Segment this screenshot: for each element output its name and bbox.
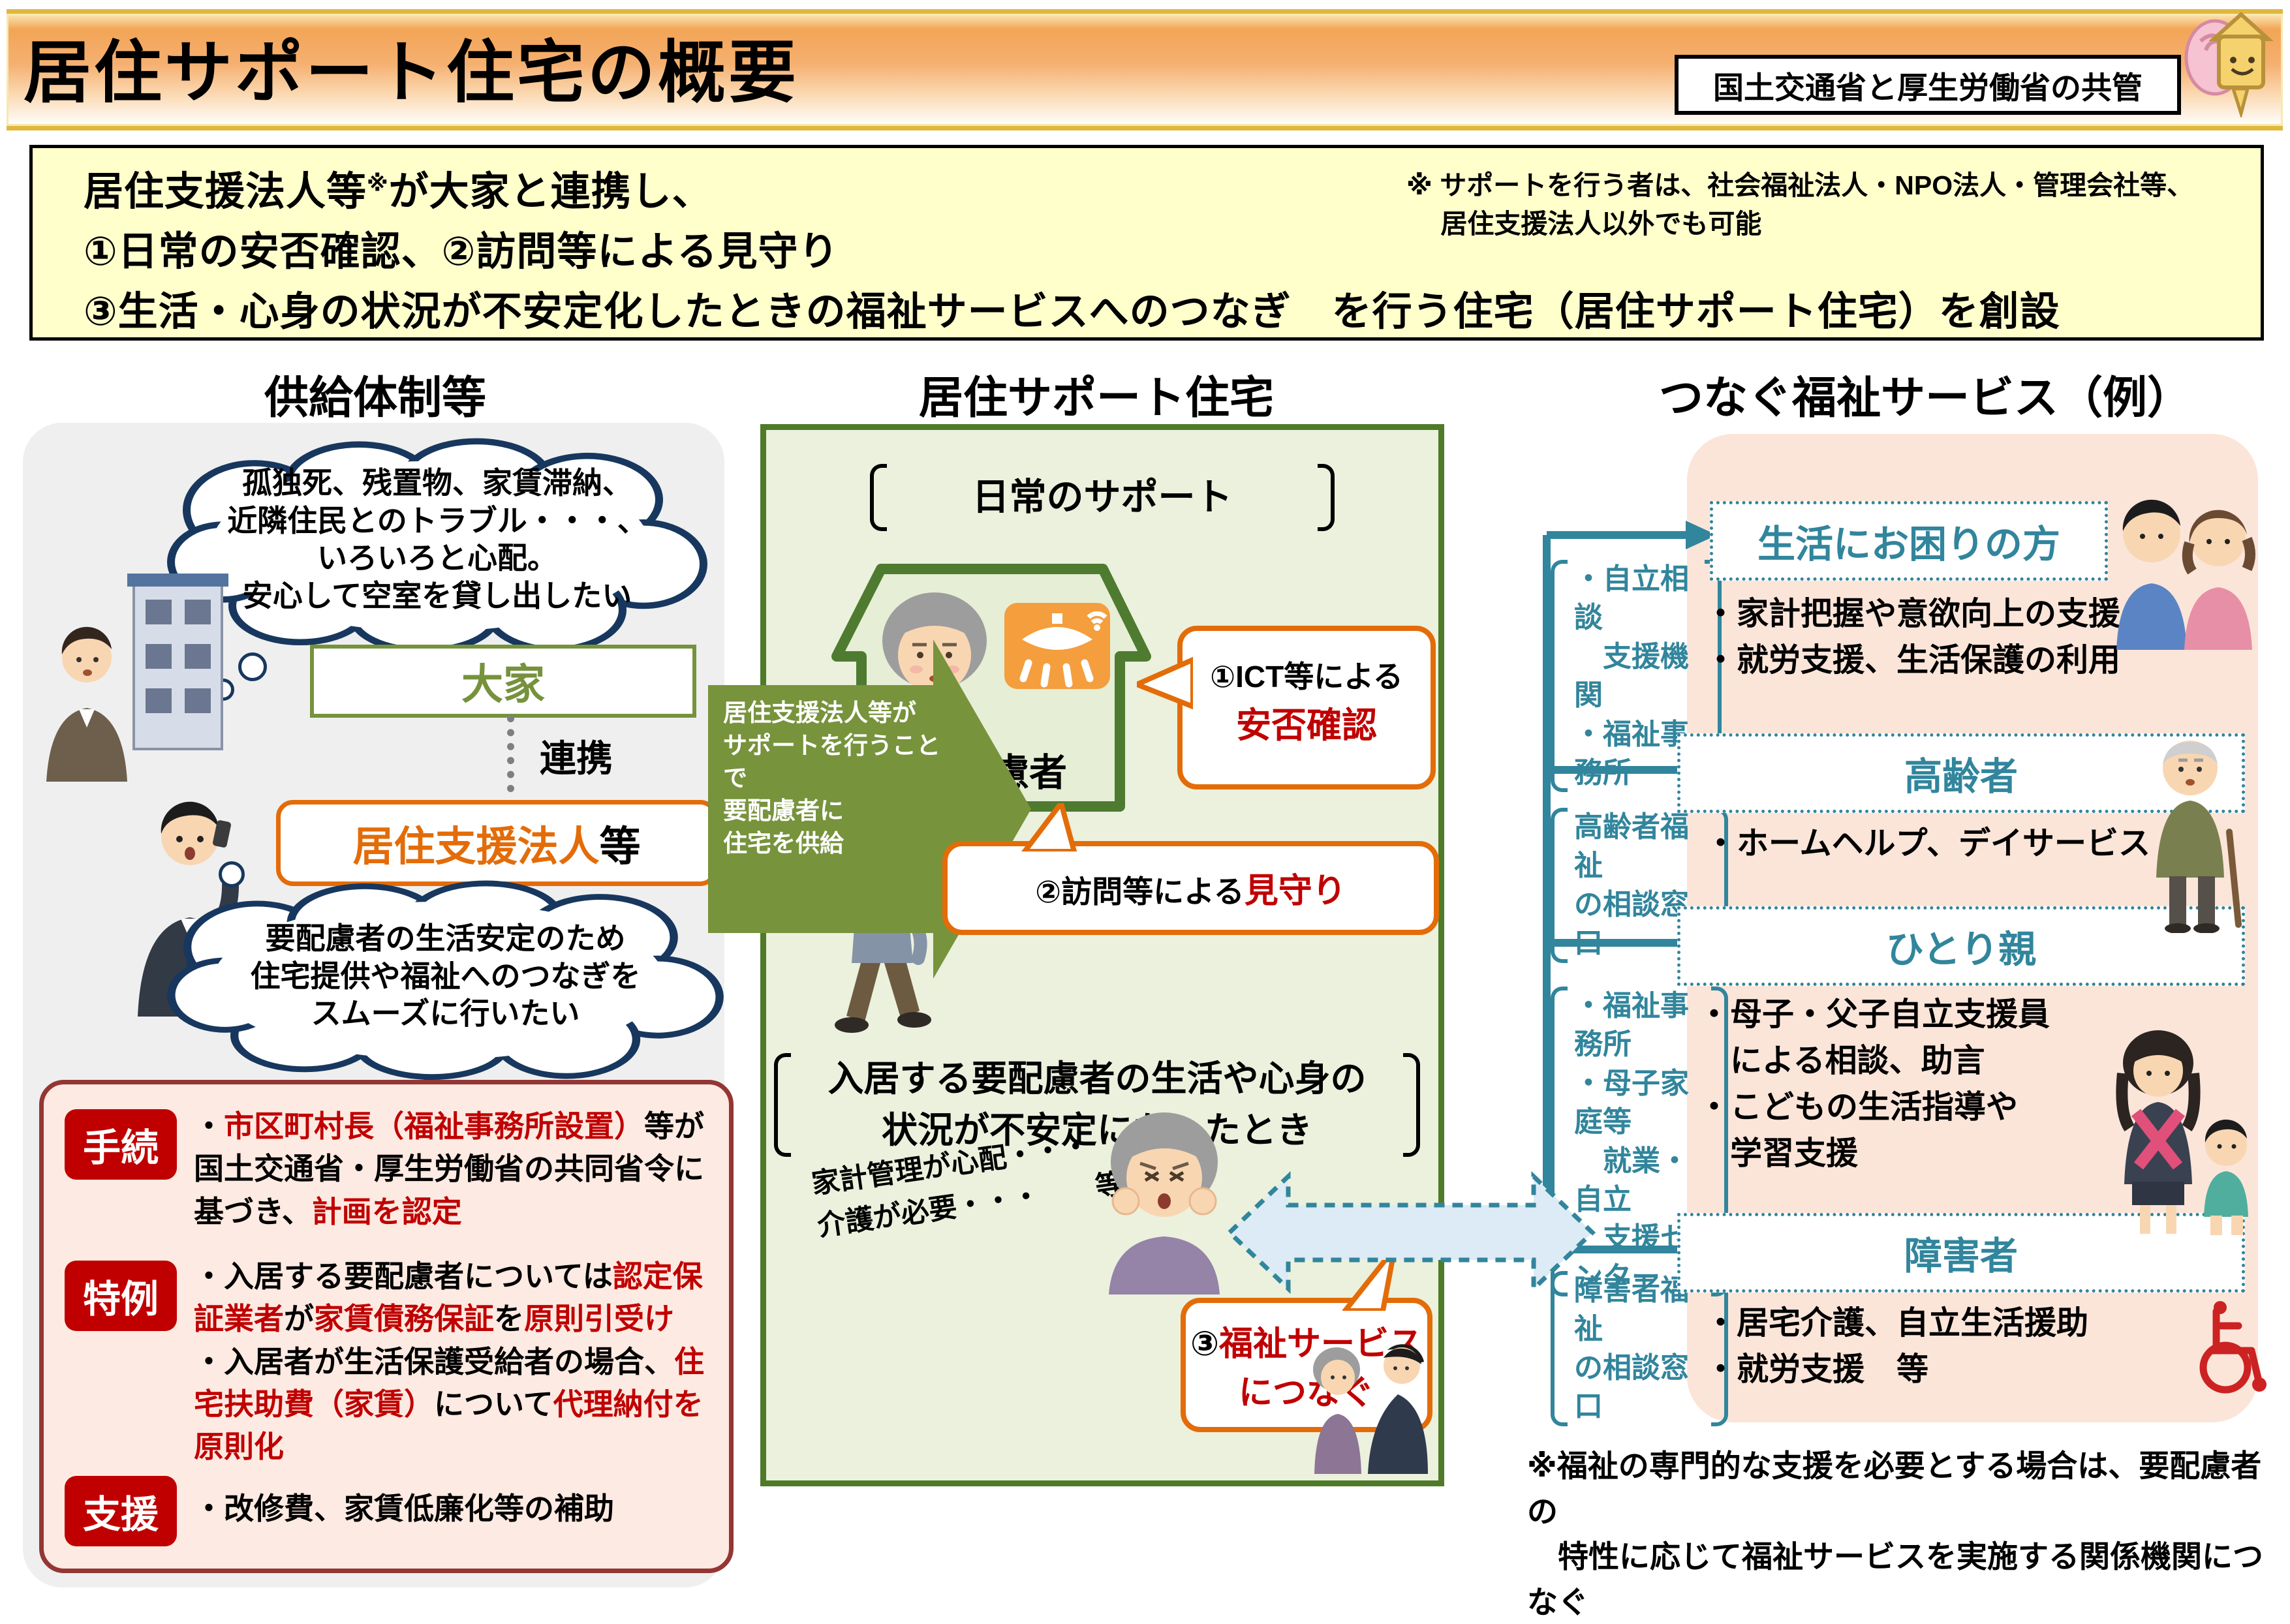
daily-support-caption: 日常のサポート: [870, 464, 1335, 531]
landlord-cloud-text: 孤独死、残置物、家賃滞納、 近隣住民とのトラブル・・・、 いろいろと心配。 安心…: [227, 466, 647, 613]
column-heading-services: つなぐ福祉サービス（例）: [1658, 373, 2191, 423]
column-heading-supply: 供給体制等: [264, 373, 486, 423]
mother-child-illustration: [2116, 1030, 2248, 1235]
service-bullets-4: ・居宅介護、自立生活援助 ・就労支援 等: [1705, 1306, 2089, 1388]
procedure-text: ・市区町村長（福祉事務所設置）等が国土交通省・厚生労働省の共同省令に基づき、計画…: [194, 1109, 704, 1229]
support-tag: 支援: [65, 1476, 177, 1546]
landlord-illustration: [46, 574, 228, 782]
service-target-3: ひとり親: [1677, 906, 2245, 986]
service-target-2: 高齢者: [1677, 733, 2245, 813]
column-heading-housing: 居住サポート住宅: [918, 373, 1274, 423]
exception-tag: 特例: [65, 1261, 177, 1331]
procedure-box: 手続 ・市区町村長（福祉事務所設置）等が国土交通省・厚生労働省の共同省令に基づき…: [39, 1080, 734, 1573]
support-org-suffix: 等: [599, 823, 641, 870]
ict-sensor-icon: [1004, 603, 1110, 689]
visit-bubble: ②訪問等による見守り: [942, 803, 1439, 935]
page-title: 居住サポート住宅の概要: [23, 35, 799, 111]
summary-note: ※ サポートを行う者は、社会福祉法人・NPO法人・管理会社等、 居住支援法人以外…: [1406, 170, 2194, 239]
link-label: 連携: [540, 738, 613, 779]
summary-line-3: ③生活・心身の状況が不安定化したときの福祉サービスへのつなぎ を行う住宅（居住サ…: [84, 289, 2060, 333]
service-source-4: 障害者福祉 の相談窓口: [1551, 1271, 1728, 1426]
landlord-thought-cloud: 孤独死、残置物、家賃滞納、 近隣住民とのトラブル・・・、 いろいろと心配。 安心…: [163, 437, 711, 656]
tenant-cloud-text: 要配慮者の生活安定のため 住宅提供や福祉へのつなぎを スムーズに行いたい: [250, 921, 641, 1030]
support-org-main: 居住支援法人: [352, 823, 600, 870]
elderly-man-illustration: [2156, 741, 2242, 933]
service-bullets-3: ・母子・父子自立支援員 による相談、助言 ・こどもの生活指導や 学習支援: [1698, 997, 2050, 1172]
thought-dot: [219, 861, 245, 887]
link-connector: [507, 715, 514, 792]
wheelchair-icon: [2199, 1301, 2267, 1394]
exception-text: ・入居する要配慮者については認定保証業者が家賃債務保証を原則引受け ・入居者が生…: [194, 1259, 704, 1464]
summary-line-1: 居住支援法人等※が大家と連携し、: [84, 169, 713, 213]
summary-line-2: ①日常の安否確認、②訪問等による見守り: [84, 229, 839, 273]
service-bullets-2: ・ホームヘルプ、デイサービス: [1705, 826, 2151, 861]
safety-check-bubble: ①ICT等による 安否確認: [1137, 626, 1436, 789]
worried-woman-illustration: [1109, 1112, 1220, 1295]
supply-panel: 孤独死、残置物、家賃滞納、 近隣住民とのトラブル・・・、 いろいろと心配。 安心…: [23, 423, 734, 1587]
thought-dot: [238, 652, 267, 681]
procedure-tag: 手続: [65, 1109, 177, 1180]
house-mascot-icon: [2184, 11, 2274, 117]
tenant-support-thought-cloud: 要配慮者の生活安定のため 住宅提供や福祉へのつなぎを スムーズに行いたい: [163, 880, 728, 1082]
unstable-caption: 入居する要配慮者の生活や心身の 状況が不安定になったとき: [774, 1052, 1420, 1157]
support-org-box: 居住支援法人等: [276, 800, 717, 886]
supply-arrow-text: 居住支援法人等が サポートを行うことで 要配慮者に 住宅を供給: [723, 699, 940, 857]
service-target-1: 生活にお困りの方: [1710, 501, 2108, 581]
ministry-badge: 国土交通省と厚生労働省の共管: [1675, 55, 2181, 115]
summary-box: 居住支援法人等※が大家と連携し、 ①日常の安否確認、②訪問等による見守り ③生活…: [29, 145, 2264, 341]
service-bullets-1: ・家計把握や意欲向上の支援 ・就労支援、生活保護の利用: [1705, 596, 2121, 679]
family-illustration: [2116, 499, 2255, 650]
services-notes: ※福祉の専門的な支援を必要とする場合は、要配慮者の 特性に応じて福祉サービスを実…: [1527, 1448, 2263, 1619]
connect-double-arrow: [1226, 1171, 1596, 1295]
support-text: ・改修費、家賃低廉化等の補助: [194, 1492, 614, 1525]
consult-pair-illustration: [1313, 1344, 1428, 1474]
landlord-box: 大家: [310, 645, 696, 718]
